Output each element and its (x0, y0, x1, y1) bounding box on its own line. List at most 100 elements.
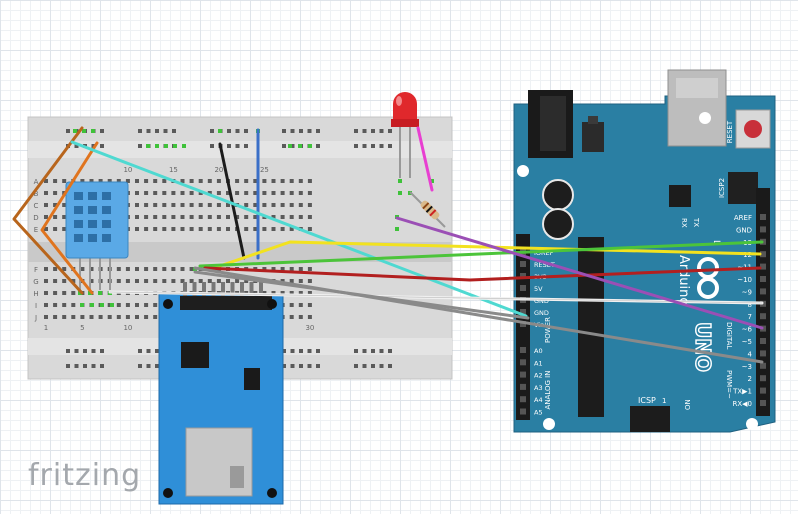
breadboard-hole (62, 279, 67, 283)
digital-pin-label: TX▶1 (732, 388, 752, 396)
rail-hole (290, 364, 295, 368)
arduino-infinity-logo (697, 257, 719, 299)
breadboard-hole (289, 279, 294, 283)
breadboard-hole (198, 179, 203, 183)
rail-hole (155, 129, 159, 133)
breadboard-hole (53, 203, 58, 207)
capacitor-1 (542, 179, 574, 211)
breadboard-hole (189, 279, 194, 283)
breadboard-hole (180, 179, 185, 183)
breadboard-hole (53, 303, 58, 307)
breadboard-hole (244, 279, 249, 283)
power-pin (520, 309, 526, 315)
breadboard-hole (62, 315, 67, 319)
breadboard-hole (271, 291, 276, 295)
connected-hole (90, 303, 94, 307)
digital-pin-label: ~10 (737, 276, 752, 284)
breadboard-hole (116, 303, 121, 307)
digital-pin-label: RX◀0 (733, 400, 753, 408)
wires (12, 126, 764, 364)
breadboard-hole (207, 279, 212, 283)
digital-pin (760, 375, 766, 382)
breadboard-hole (125, 279, 130, 283)
breadboard-hole (235, 191, 240, 195)
breadboard-hole (116, 179, 121, 183)
power-pin-label: GND (534, 309, 549, 317)
reset-button-cap[interactable] (744, 120, 762, 138)
breadboard-hole (189, 203, 194, 207)
connected-hole (98, 291, 102, 295)
breadboard-hole (116, 279, 121, 283)
breadboard-hole (71, 279, 76, 283)
rail-hole (379, 129, 384, 133)
connected-hole (430, 179, 434, 183)
rail-hole (371, 349, 375, 353)
digital-pin-label: 7 (748, 313, 752, 321)
breadboard-hole (153, 267, 158, 271)
sd-pin (192, 282, 197, 296)
breadboard-hole (307, 215, 312, 219)
rail-hole (163, 129, 168, 133)
mount-hole (746, 418, 758, 430)
breadboard-hole (271, 227, 276, 231)
breadboard-hole (189, 267, 194, 271)
analog-pin-label: A5 (534, 409, 543, 417)
sd-pin (221, 282, 225, 296)
analog-in-label: ANALOG IN (544, 371, 552, 410)
row-letter: F (34, 266, 38, 274)
breadboard-hole (262, 291, 267, 295)
breadboard-hole (244, 191, 249, 195)
breadboard-hole (226, 191, 230, 195)
breadboard-hole (307, 227, 312, 231)
rail-hole (146, 129, 151, 133)
column-number: 5 (80, 324, 84, 332)
connected-hole (164, 144, 168, 148)
digital-pin (760, 313, 766, 320)
rail-hole (138, 144, 142, 148)
breadboard-hole (271, 267, 276, 271)
breadboard-hole (289, 191, 294, 195)
digital-pin (760, 276, 766, 282)
wire-red (203, 266, 762, 282)
breadboard-hole (271, 191, 276, 195)
sd-pin (230, 282, 235, 296)
breadboard-hole (135, 267, 139, 271)
breadboard-hole (253, 179, 258, 183)
sd-pin (202, 282, 206, 296)
wire-magenta (416, 126, 434, 192)
breadboard-hole (253, 191, 258, 195)
rail-hole (235, 144, 240, 148)
breadboard-hole (44, 279, 48, 283)
breadboard-hole (98, 315, 103, 319)
row-letter: A (34, 178, 39, 186)
breadboard-hole (280, 227, 285, 231)
breadboard-hole (216, 215, 221, 219)
breadboard-hole (307, 303, 312, 307)
sd-pin (240, 282, 244, 296)
wire-brown (12, 126, 84, 295)
analog-pin-label: A3 (534, 384, 543, 392)
breadboard-hole (153, 227, 158, 231)
breadboard-hole (153, 279, 158, 283)
rail-hole (235, 129, 240, 133)
breadboard-hole (80, 267, 85, 271)
rail-hole (155, 349, 159, 353)
breadboard-hole (153, 315, 158, 319)
breadboard-hole (71, 291, 76, 295)
breadboard-hole (262, 203, 267, 207)
digital-pin (760, 387, 766, 394)
rail-hole (379, 144, 384, 148)
rail-hole (244, 129, 248, 133)
breadboard-hole (71, 315, 76, 319)
breadboard-hole (89, 179, 94, 183)
breadboard-hole (180, 191, 185, 195)
analog-pin-label: A1 (534, 359, 543, 367)
breadboard-hole (189, 179, 194, 183)
breadboard-hole (280, 203, 285, 207)
rail-hole (379, 364, 384, 368)
connected-hole (398, 191, 402, 195)
wire-orange (40, 141, 99, 295)
breadboard-hole (107, 315, 112, 319)
icsp2-label: ICSP2 (718, 178, 726, 198)
wire-purple (395, 216, 764, 330)
